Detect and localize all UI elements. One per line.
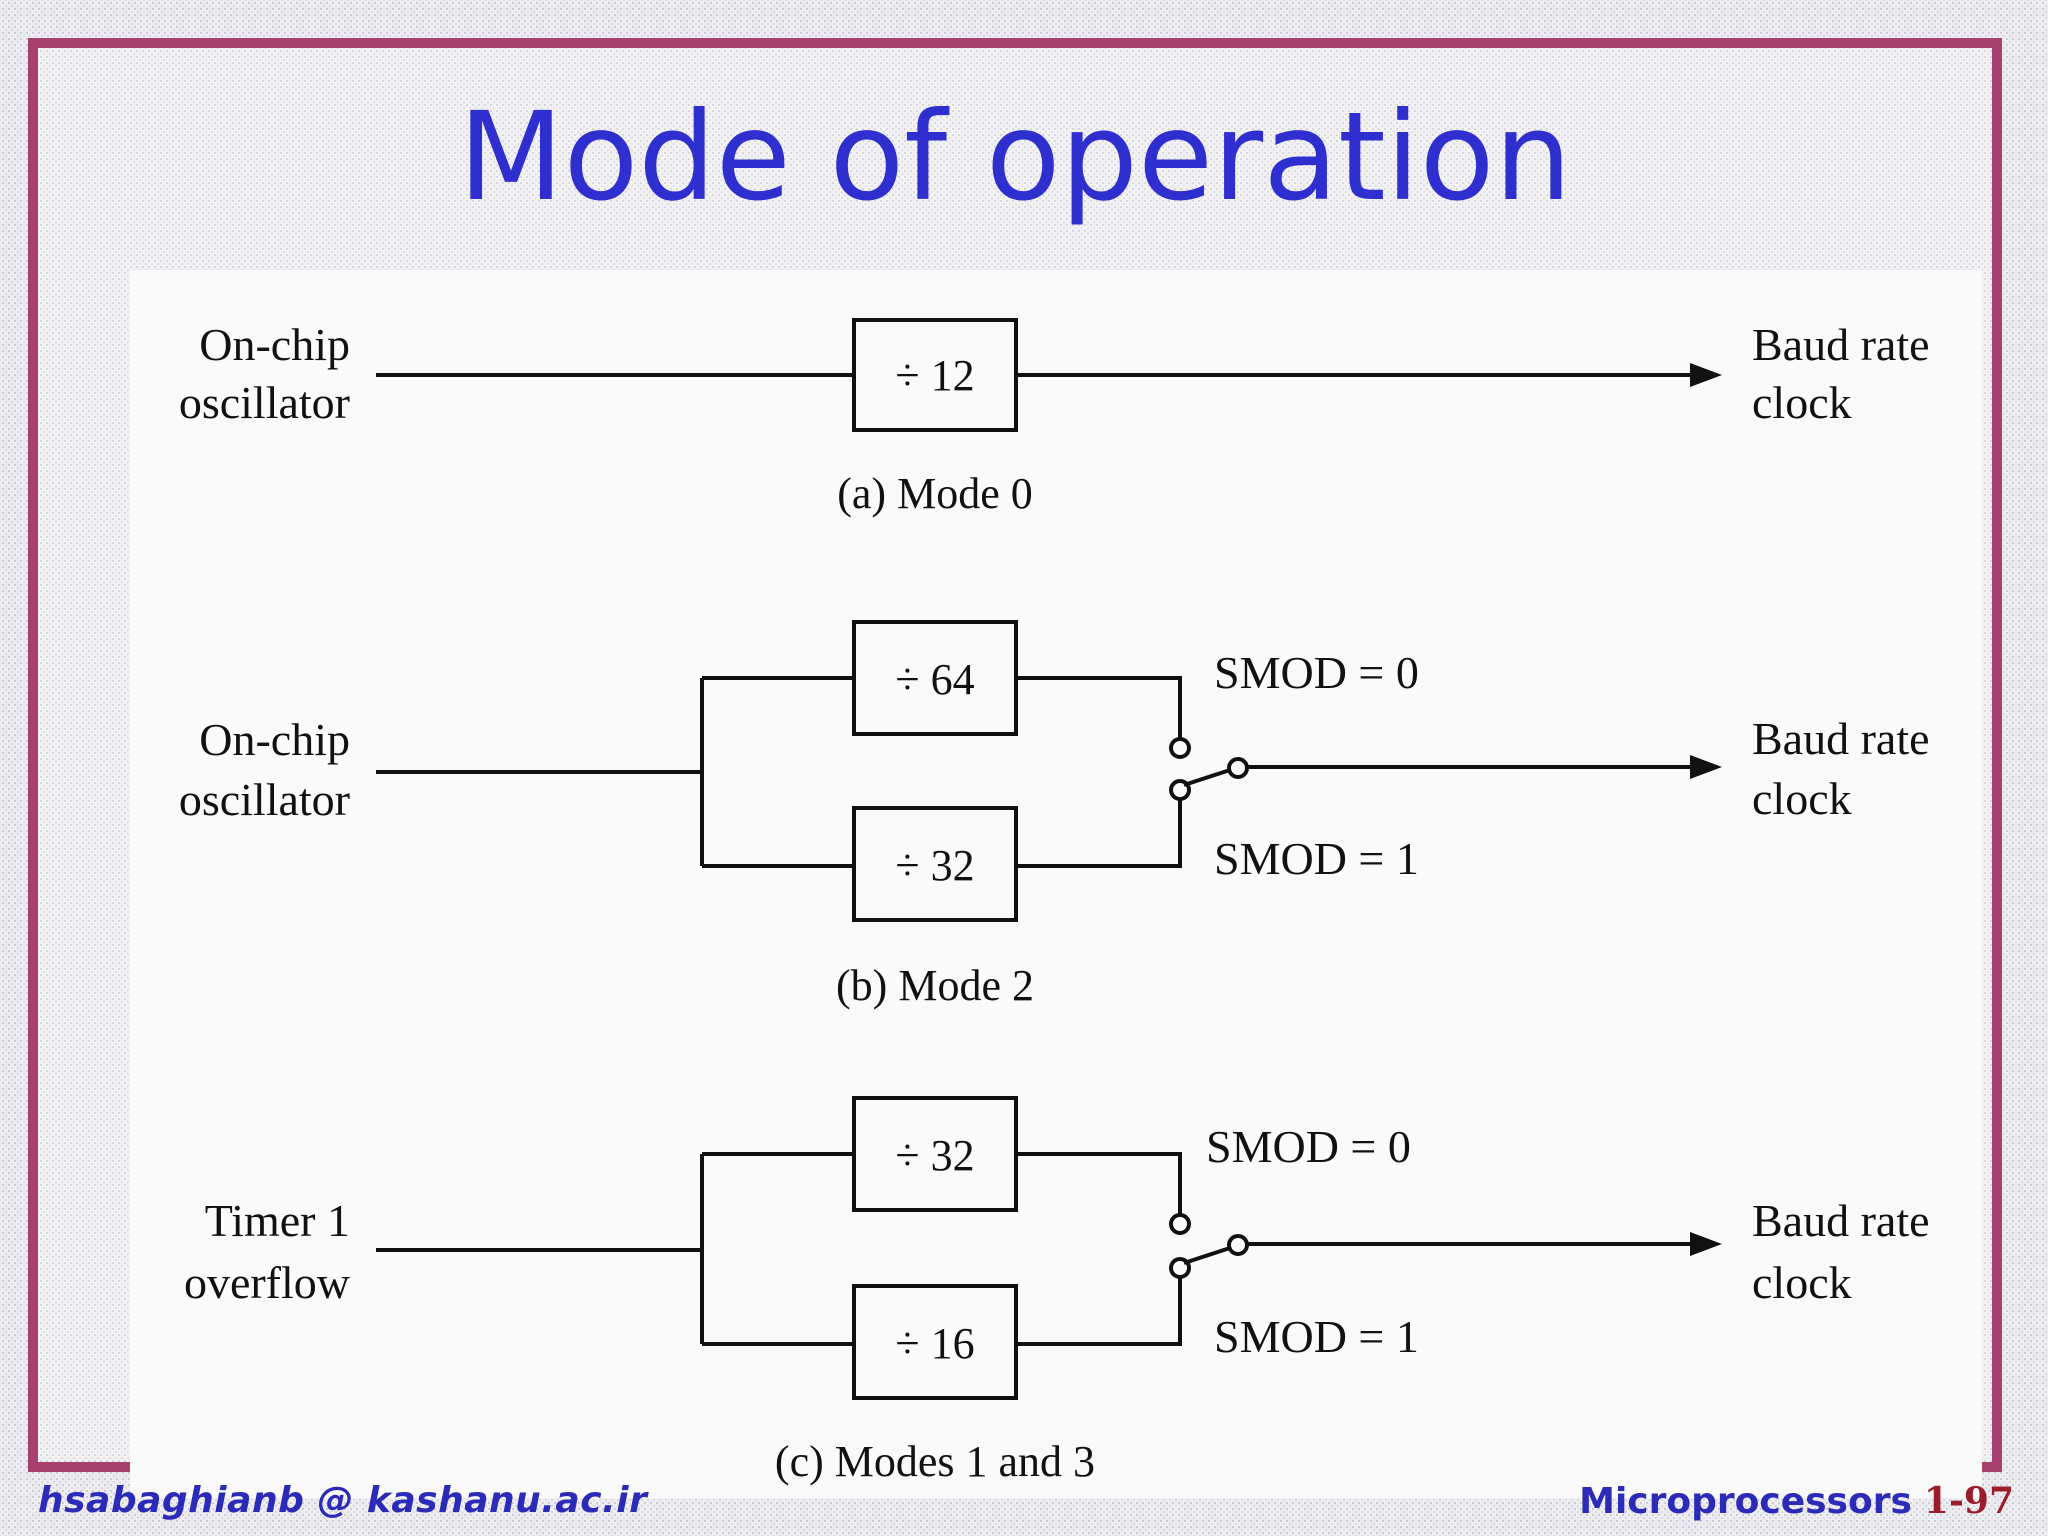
mode0-diagram: On-chip oscillator ÷ 12 Baud rate clock …	[179, 318, 1930, 518]
mode2-smod0-label: SMOD = 0	[1214, 647, 1419, 698]
slide-frame: Mode of operation On-chip oscillator ÷ 1…	[28, 38, 2002, 1498]
slide-title: Mode of operation	[458, 86, 1572, 228]
footer-course: Microprocessors 1-97	[1579, 1480, 2014, 1522]
mode13-input-label-1: Timer 1	[205, 1195, 350, 1246]
mode2-output-label-2: clock	[1752, 773, 1852, 824]
mode2-bottom-switch-wire	[1016, 798, 1182, 868]
mode13-arrowhead	[1690, 1232, 1722, 1256]
mode13-input-label-2: overflow	[184, 1257, 351, 1308]
footer-course-name: Microprocessors	[1579, 1481, 1912, 1522]
footer-author-email: hsabaghianb @ kashanu.ac.ir	[38, 1480, 648, 1521]
mode0-output-label-2: clock	[1752, 377, 1852, 428]
mode13-diagram: Timer 1 overflow ÷ 32 ÷ 16 SMOD = 0	[184, 1096, 1930, 1486]
mode0-divider-label: ÷ 12	[895, 351, 974, 400]
mode2-switch-contact-top	[1169, 737, 1191, 759]
mode2-top-switch-wire	[1016, 676, 1182, 738]
mode13-divider-bottom-label: ÷ 16	[895, 1319, 974, 1368]
mode2-output-label-1: Baud rate	[1752, 713, 1930, 764]
mode0-input-label-1: On-chip	[199, 319, 350, 370]
mode13-caption: (c) Modes 1 and 3	[775, 1437, 1095, 1486]
mode0-input-label-2: oscillator	[179, 377, 350, 428]
mode2-input-label-1: On-chip	[199, 714, 350, 765]
mode2-smod1-label: SMOD = 1	[1214, 833, 1419, 884]
mode2-switch-pivot	[1227, 757, 1249, 779]
mode13-switch-contact-top	[1169, 1213, 1191, 1235]
mode13-divider-top-label: ÷ 32	[895, 1131, 974, 1180]
mode2-diagram: On-chip oscillator ÷ 64 ÷ 32 SMOD = 0	[179, 620, 1930, 1010]
mode0-caption: (a) Mode 0	[837, 469, 1033, 518]
mode2-switch-arm	[1183, 768, 1231, 787]
mode13-bottom-switch-wire	[1016, 1276, 1182, 1346]
baud-rate-diagram: On-chip oscillator ÷ 12 Baud rate clock …	[179, 318, 1930, 1486]
mode13-smod0-label: SMOD = 0	[1206, 1121, 1411, 1172]
mode2-input-label-2: oscillator	[179, 774, 350, 825]
mode13-output-label-2: clock	[1752, 1257, 1852, 1308]
mode2-caption: (b) Mode 2	[836, 961, 1034, 1010]
baud-rate-diagram-panel: On-chip oscillator ÷ 12 Baud rate clock …	[130, 270, 1982, 1498]
mode13-switch-arm	[1183, 1246, 1231, 1265]
mode13-smod1-label: SMOD = 1	[1214, 1311, 1419, 1362]
mode13-top-switch-wire	[1016, 1152, 1182, 1214]
mode0-arrowhead	[1690, 363, 1722, 387]
mode2-arrowhead	[1690, 755, 1722, 779]
mode13-output-label-1: Baud rate	[1752, 1195, 1930, 1246]
mode2-divider-bottom-label: ÷ 32	[895, 841, 974, 890]
mode13-switch-pivot	[1227, 1234, 1249, 1256]
footer-page-number: 1-97	[1923, 1480, 2014, 1522]
mode2-divider-top-label: ÷ 64	[895, 655, 974, 704]
mode0-output-label-1: Baud rate	[1752, 319, 1930, 370]
